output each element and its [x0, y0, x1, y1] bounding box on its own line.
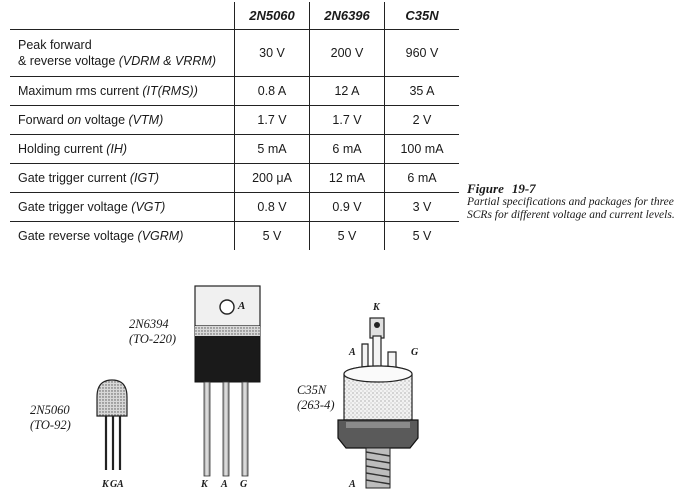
table-cell: 0.9 V — [309, 192, 385, 222]
table-cell: 12 mA — [309, 163, 385, 193]
table-cell: 960 V — [384, 29, 459, 77]
table-cell: 35 A — [384, 76, 459, 106]
row-symbol: (VGRM) — [137, 229, 184, 243]
table-cell: 5 V — [309, 221, 385, 250]
row-symbol: (IT(RMS)) — [142, 84, 198, 98]
to92-pin-k: K — [102, 479, 109, 490]
row-label: Holding current (IH) — [10, 134, 235, 164]
to220-package — [194, 285, 261, 477]
figure-number: Figure 19-7 — [467, 182, 682, 195]
to220-package-type: (TO-220) — [129, 332, 176, 346]
column-header: 2N6396 — [309, 2, 385, 30]
stud-pin-a: A — [349, 347, 356, 358]
to92-pin-g: G — [110, 479, 118, 490]
row-symbol: (VGT) — [131, 200, 166, 214]
table-cell: 5 mA — [234, 134, 310, 164]
table-corner — [10, 2, 235, 30]
scr-spec-table: 2N5060 2N6396 C35N Peak forward & revers… — [10, 2, 459, 250]
row-symbol: (IGT) — [129, 171, 160, 185]
figure-word: Figure — [467, 181, 504, 196]
table-header-row: 2N5060 2N6396 C35N — [10, 2, 459, 30]
row-label-text: Maximum rms current — [18, 84, 139, 98]
to220-pin-a: A — [221, 479, 228, 490]
table-cell: 12 A — [309, 76, 385, 106]
table-cell: 6 mA — [309, 134, 385, 164]
table-cell: 5 V — [384, 221, 459, 250]
figure-caption: Figure 19-7 Partial specifications and pa… — [467, 182, 682, 222]
to220-part-number: 2N6394 — [129, 317, 169, 331]
row-label-text: Gate trigger voltage — [18, 200, 128, 214]
table-cell: 1.7 V — [234, 105, 310, 135]
row-label-text: Forward — [18, 113, 64, 127]
table-cell: 5 V — [234, 221, 310, 250]
row-label: Peak forward & reverse voltage (VDRM & V… — [10, 30, 235, 77]
stud-package-type: (263-4) — [297, 398, 335, 412]
row-label-text: voltage — [84, 113, 126, 127]
stud-pin-g: G — [411, 347, 419, 358]
to92-part-number: 2N5060 — [30, 403, 70, 417]
stud-label: C35N (263-4) — [297, 383, 335, 413]
row-symbol: (IH) — [106, 142, 128, 156]
to220-pin-g: G — [240, 479, 248, 490]
table-cell: 0.8 A — [234, 76, 310, 106]
row-label: Maximum rms current (IT(RMS)) — [10, 76, 235, 106]
table-cell: 100 mA — [384, 134, 459, 164]
row-label-line: Peak forward — [18, 38, 92, 52]
table-cell: 1.7 V — [309, 105, 385, 135]
table-cell: 6 mA — [384, 163, 459, 193]
table-row: Forward on voltage (VTM) 1.7 V 1.7 V 2 V — [10, 105, 459, 135]
row-symbol: (VDRM & VRRM) — [118, 54, 216, 68]
row-label: Gate trigger current (IGT) — [10, 163, 235, 193]
to220-label: 2N6394 (TO-220) — [129, 317, 176, 347]
column-header: C35N — [384, 2, 459, 30]
to220-tab-pin: A — [238, 300, 246, 312]
to220-pin-k: K — [201, 479, 208, 490]
column-header: 2N5060 — [234, 2, 310, 30]
figure-index: 19-7 — [511, 181, 536, 196]
row-label-text: Gate reverse voltage — [18, 229, 135, 243]
row-label-text: Gate trigger current — [18, 171, 127, 185]
caption-text: Partial specifications and packages for … — [467, 196, 675, 221]
row-symbol: (VTM) — [128, 113, 164, 127]
table-row: Holding current (IH) 5 mA 6 mA 100 mA — [10, 134, 459, 164]
table-row: Peak forward & reverse voltage (VDRM & V… — [10, 29, 459, 77]
row-label: Gate trigger voltage (VGT) — [10, 192, 235, 222]
table-cell: 2 V — [384, 105, 459, 135]
to92-package — [96, 379, 128, 470]
table-cell: 30 V — [234, 29, 310, 77]
table-row: Gate reverse voltage (VGRM) 5 V 5 V 5 V — [10, 221, 459, 250]
row-label-text: Holding current — [18, 142, 103, 156]
table-cell: 3 V — [384, 192, 459, 222]
row-label-line: & reverse voltage — [18, 54, 116, 68]
to92-pin-a: A — [117, 479, 124, 490]
row-label-emphasis: on — [67, 113, 82, 127]
stud-pin-k: K — [373, 302, 380, 313]
table-row: Gate trigger current (IGT) 200 μA 12 mA … — [10, 163, 459, 193]
row-label: Gate reverse voltage (VGRM) — [10, 221, 235, 250]
stud-terminal-a: A — [349, 479, 356, 490]
to92-package-type: (TO-92) — [30, 418, 71, 432]
table-cell: 200 μA — [234, 163, 310, 193]
stud-package — [337, 317, 419, 489]
table-cell: 200 V — [309, 29, 385, 77]
row-label: Forward on voltage (VTM) — [10, 105, 235, 135]
to92-label: 2N5060 (TO-92) — [30, 403, 71, 433]
table-row: Gate trigger voltage (VGT) 0.8 V 0.9 V 3… — [10, 192, 459, 222]
stud-part-number: C35N — [297, 383, 327, 397]
table-cell: 0.8 V — [234, 192, 310, 222]
table-row: Maximum rms current (IT(RMS)) 0.8 A 12 A… — [10, 76, 459, 106]
